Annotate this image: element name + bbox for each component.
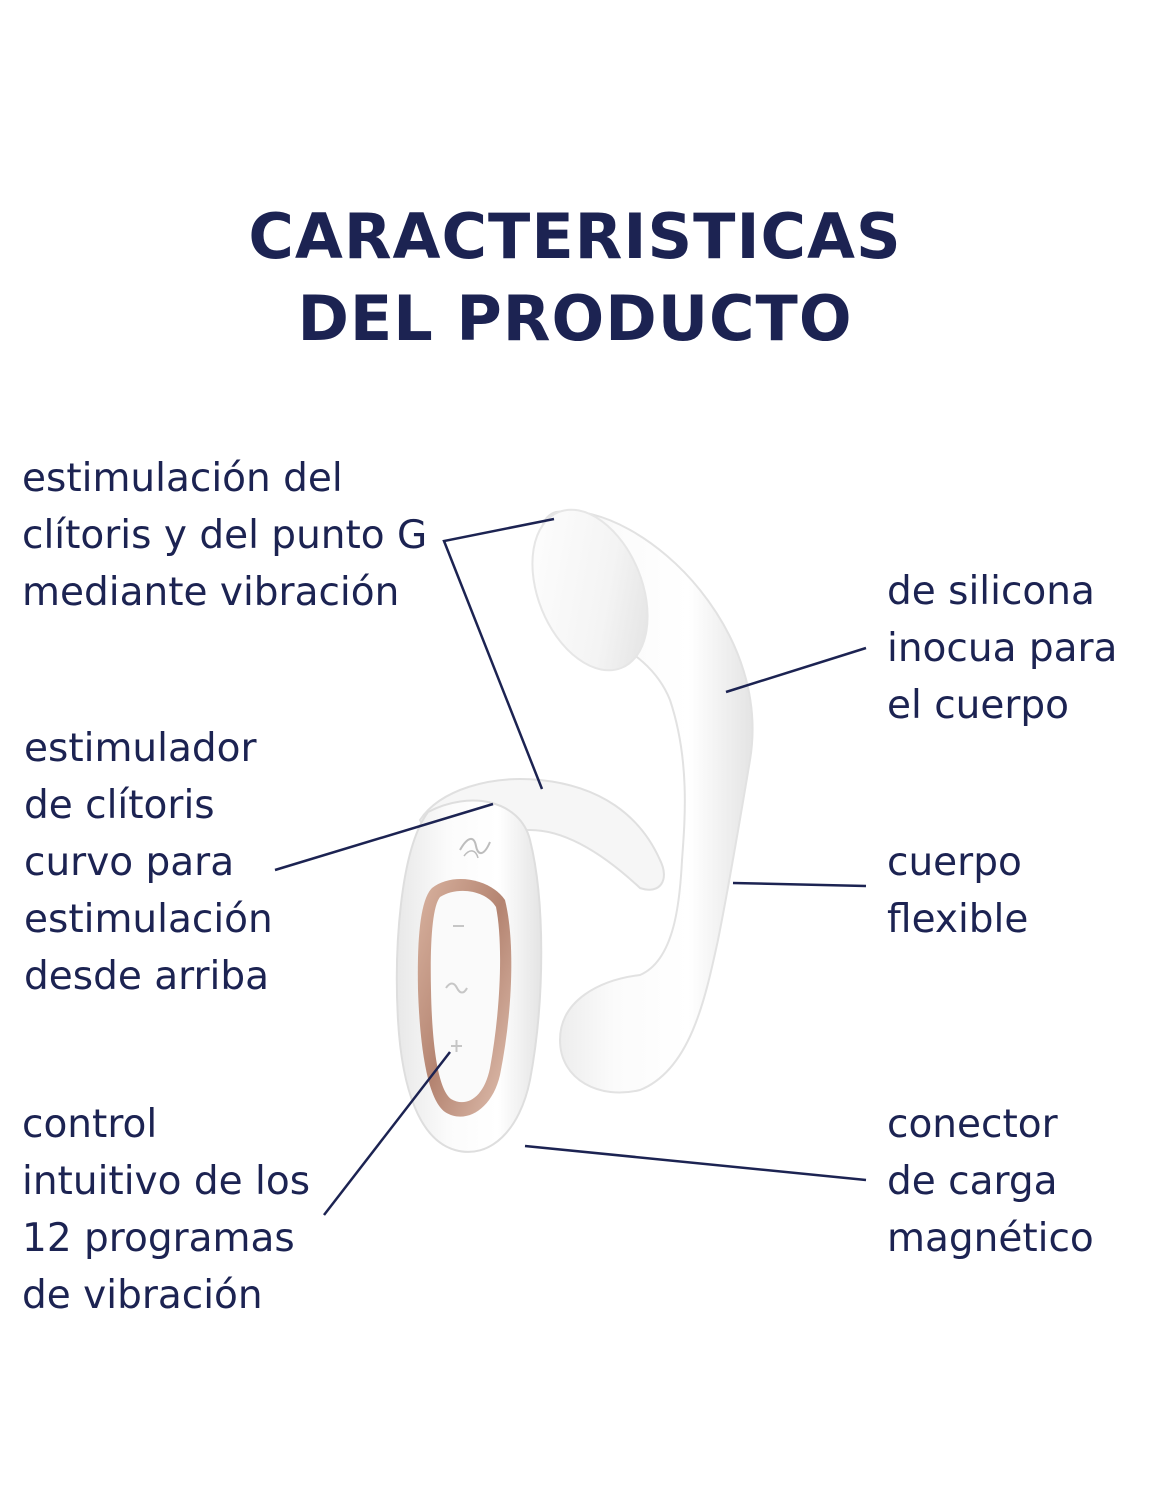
- feature-gspot-label: estimulación del clítoris y del punto G …: [22, 450, 427, 621]
- feature-gspot-line-2: clítoris y del punto G: [22, 513, 428, 558]
- feature-gspot-line-3: mediante vibración: [22, 570, 400, 615]
- feature-charging-line-2: de carga: [887, 1159, 1058, 1204]
- feature-control-line-1: control: [22, 1102, 158, 1147]
- product-button-panel: [430, 890, 501, 1103]
- feature-charging-line-1: conector: [887, 1102, 1058, 1147]
- product-gspot-head: [531, 508, 649, 672]
- feature-flexible-label: cuerpo flexible: [887, 834, 1028, 948]
- feature-silicone-line-3: el cuerpo: [887, 683, 1070, 728]
- page-title-line-1: CARACTERISTICAS: [248, 200, 902, 273]
- feature-flexible-line-1: cuerpo: [887, 840, 1022, 885]
- leader-line-charging: [524, 1144, 867, 1182]
- feature-silicone-line-2: inocua para: [887, 626, 1118, 671]
- leader-line-gspot: [442, 517, 555, 790]
- feature-clit-line-3: curvo para: [24, 840, 235, 885]
- feature-charging-line-3: magnético: [887, 1216, 1094, 1261]
- feature-charging-label: conector de carga magnético: [887, 1096, 1094, 1267]
- feature-clit-label: estimulador de clítoris curvo para estim…: [24, 720, 273, 1005]
- page-title-line-2: DEL PRODUCTO: [297, 282, 853, 355]
- feature-control-line-2: intuitivo de los: [22, 1159, 311, 1204]
- feature-silicone-label: de silicona inocua para el cuerpo: [887, 563, 1117, 734]
- satisfyer-logo-icon: [459, 838, 491, 859]
- plus-icon: [451, 1040, 462, 1052]
- wave-icon: [445, 982, 468, 994]
- feature-control-line-4: de vibración: [22, 1273, 263, 1318]
- leader-line-silicone: [725, 646, 867, 694]
- page-title: CARACTERISTICAS DEL PRODUCTO: [0, 196, 1150, 360]
- feature-control-label: control intuitivo de los 12 programas de…: [22, 1096, 310, 1324]
- leader-line-flexible: [732, 881, 867, 888]
- feature-gspot-line-1: estimulación del: [22, 456, 343, 501]
- feature-flexible-line-2: flexible: [887, 897, 1029, 942]
- feature-clit-line-2: de clítoris: [24, 783, 215, 828]
- feature-clit-line-4: estimulación: [24, 897, 273, 942]
- leader-line-clit: [274, 802, 494, 872]
- feature-clit-line-1: estimulador: [24, 726, 257, 771]
- feature-clit-line-5: desde arriba: [24, 954, 269, 999]
- feature-control-line-3: 12 programas: [22, 1216, 295, 1261]
- feature-silicone-line-1: de silicona: [887, 569, 1095, 614]
- leader-lines: [274, 517, 867, 1216]
- leader-line-control: [323, 1051, 451, 1216]
- product-gspot-arm: [539, 510, 754, 1094]
